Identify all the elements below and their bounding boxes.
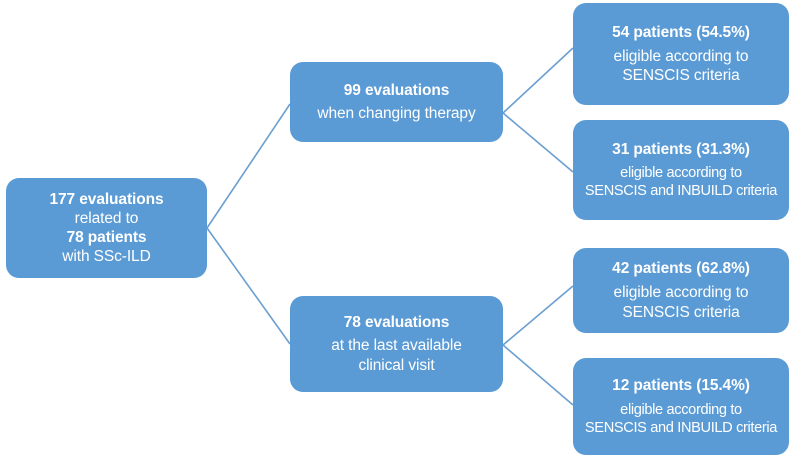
node-last-visit-line-1: 78 evaluations — [343, 314, 450, 332]
edge-changing-to-leaf-1 — [502, 47, 574, 114]
node-senscis-changing-line-3: SENSCIS criteria — [622, 67, 740, 85]
node-senscis-changing-line-1: 54 patients (54.5%) — [612, 23, 750, 41]
node-senscis-inbuild-changing: 31 patients (31.3%) eligible according t… — [573, 120, 789, 220]
edge-root-to-changing-therapy — [206, 103, 291, 229]
node-senscis-inbuild-last-visit-line-2: eligible according to — [620, 401, 742, 418]
node-senscis-last-visit: 42 patients (62.8%) eligible according t… — [573, 248, 789, 333]
node-senscis-last-visit-line-3: SENSCIS criteria — [622, 303, 740, 321]
edge-lastvisit-to-leaf-4 — [502, 344, 574, 406]
edge-lastvisit-to-leaf-3 — [502, 285, 574, 346]
node-changing-therapy-line-1: 99 evaluations — [343, 81, 450, 99]
node-senscis-changing: 54 patients (54.5%) eligible according t… — [573, 3, 789, 105]
node-last-visit: 78 evaluations at the last available cli… — [290, 296, 503, 392]
node-senscis-inbuild-changing-line-3: SENSCIS and INBUILD criteria — [584, 183, 778, 200]
edge-changing-to-leaf-2 — [502, 112, 574, 173]
node-root-line-4: with SSc-ILD — [62, 248, 151, 266]
node-root-line-3: 78 patients — [66, 229, 147, 246]
node-senscis-last-visit-line-2: eligible according to — [613, 284, 749, 302]
node-root-evaluations: 177 evaluations related to 78 patients w… — [6, 178, 207, 278]
node-senscis-last-visit-line-1: 42 patients (62.8%) — [612, 260, 750, 278]
edge-root-to-last-visit — [206, 227, 291, 345]
node-root-line-1: 177 evaluations — [49, 190, 164, 208]
node-changing-therapy: 99 evaluations when changing therapy — [290, 62, 503, 142]
node-changing-therapy-line-2: when changing therapy — [317, 105, 476, 122]
node-senscis-inbuild-last-visit-line-3: SENSCIS and INBUILD criteria — [584, 419, 778, 436]
node-senscis-inbuild-last-visit: 12 patients (15.4%) eligible according t… — [573, 358, 789, 455]
node-last-visit-line-3: clinical visit — [358, 356, 435, 374]
node-senscis-inbuild-changing-line-1: 31 patients (31.3%) — [612, 140, 750, 158]
node-last-visit-line-2: at the last available — [331, 337, 462, 355]
node-senscis-inbuild-last-visit-line-1: 12 patients (15.4%) — [612, 377, 750, 395]
node-root-line-2: related to — [74, 209, 139, 227]
node-senscis-changing-line-2: eligible according to — [613, 47, 749, 65]
node-senscis-inbuild-changing-line-2: eligible according to — [620, 165, 742, 182]
